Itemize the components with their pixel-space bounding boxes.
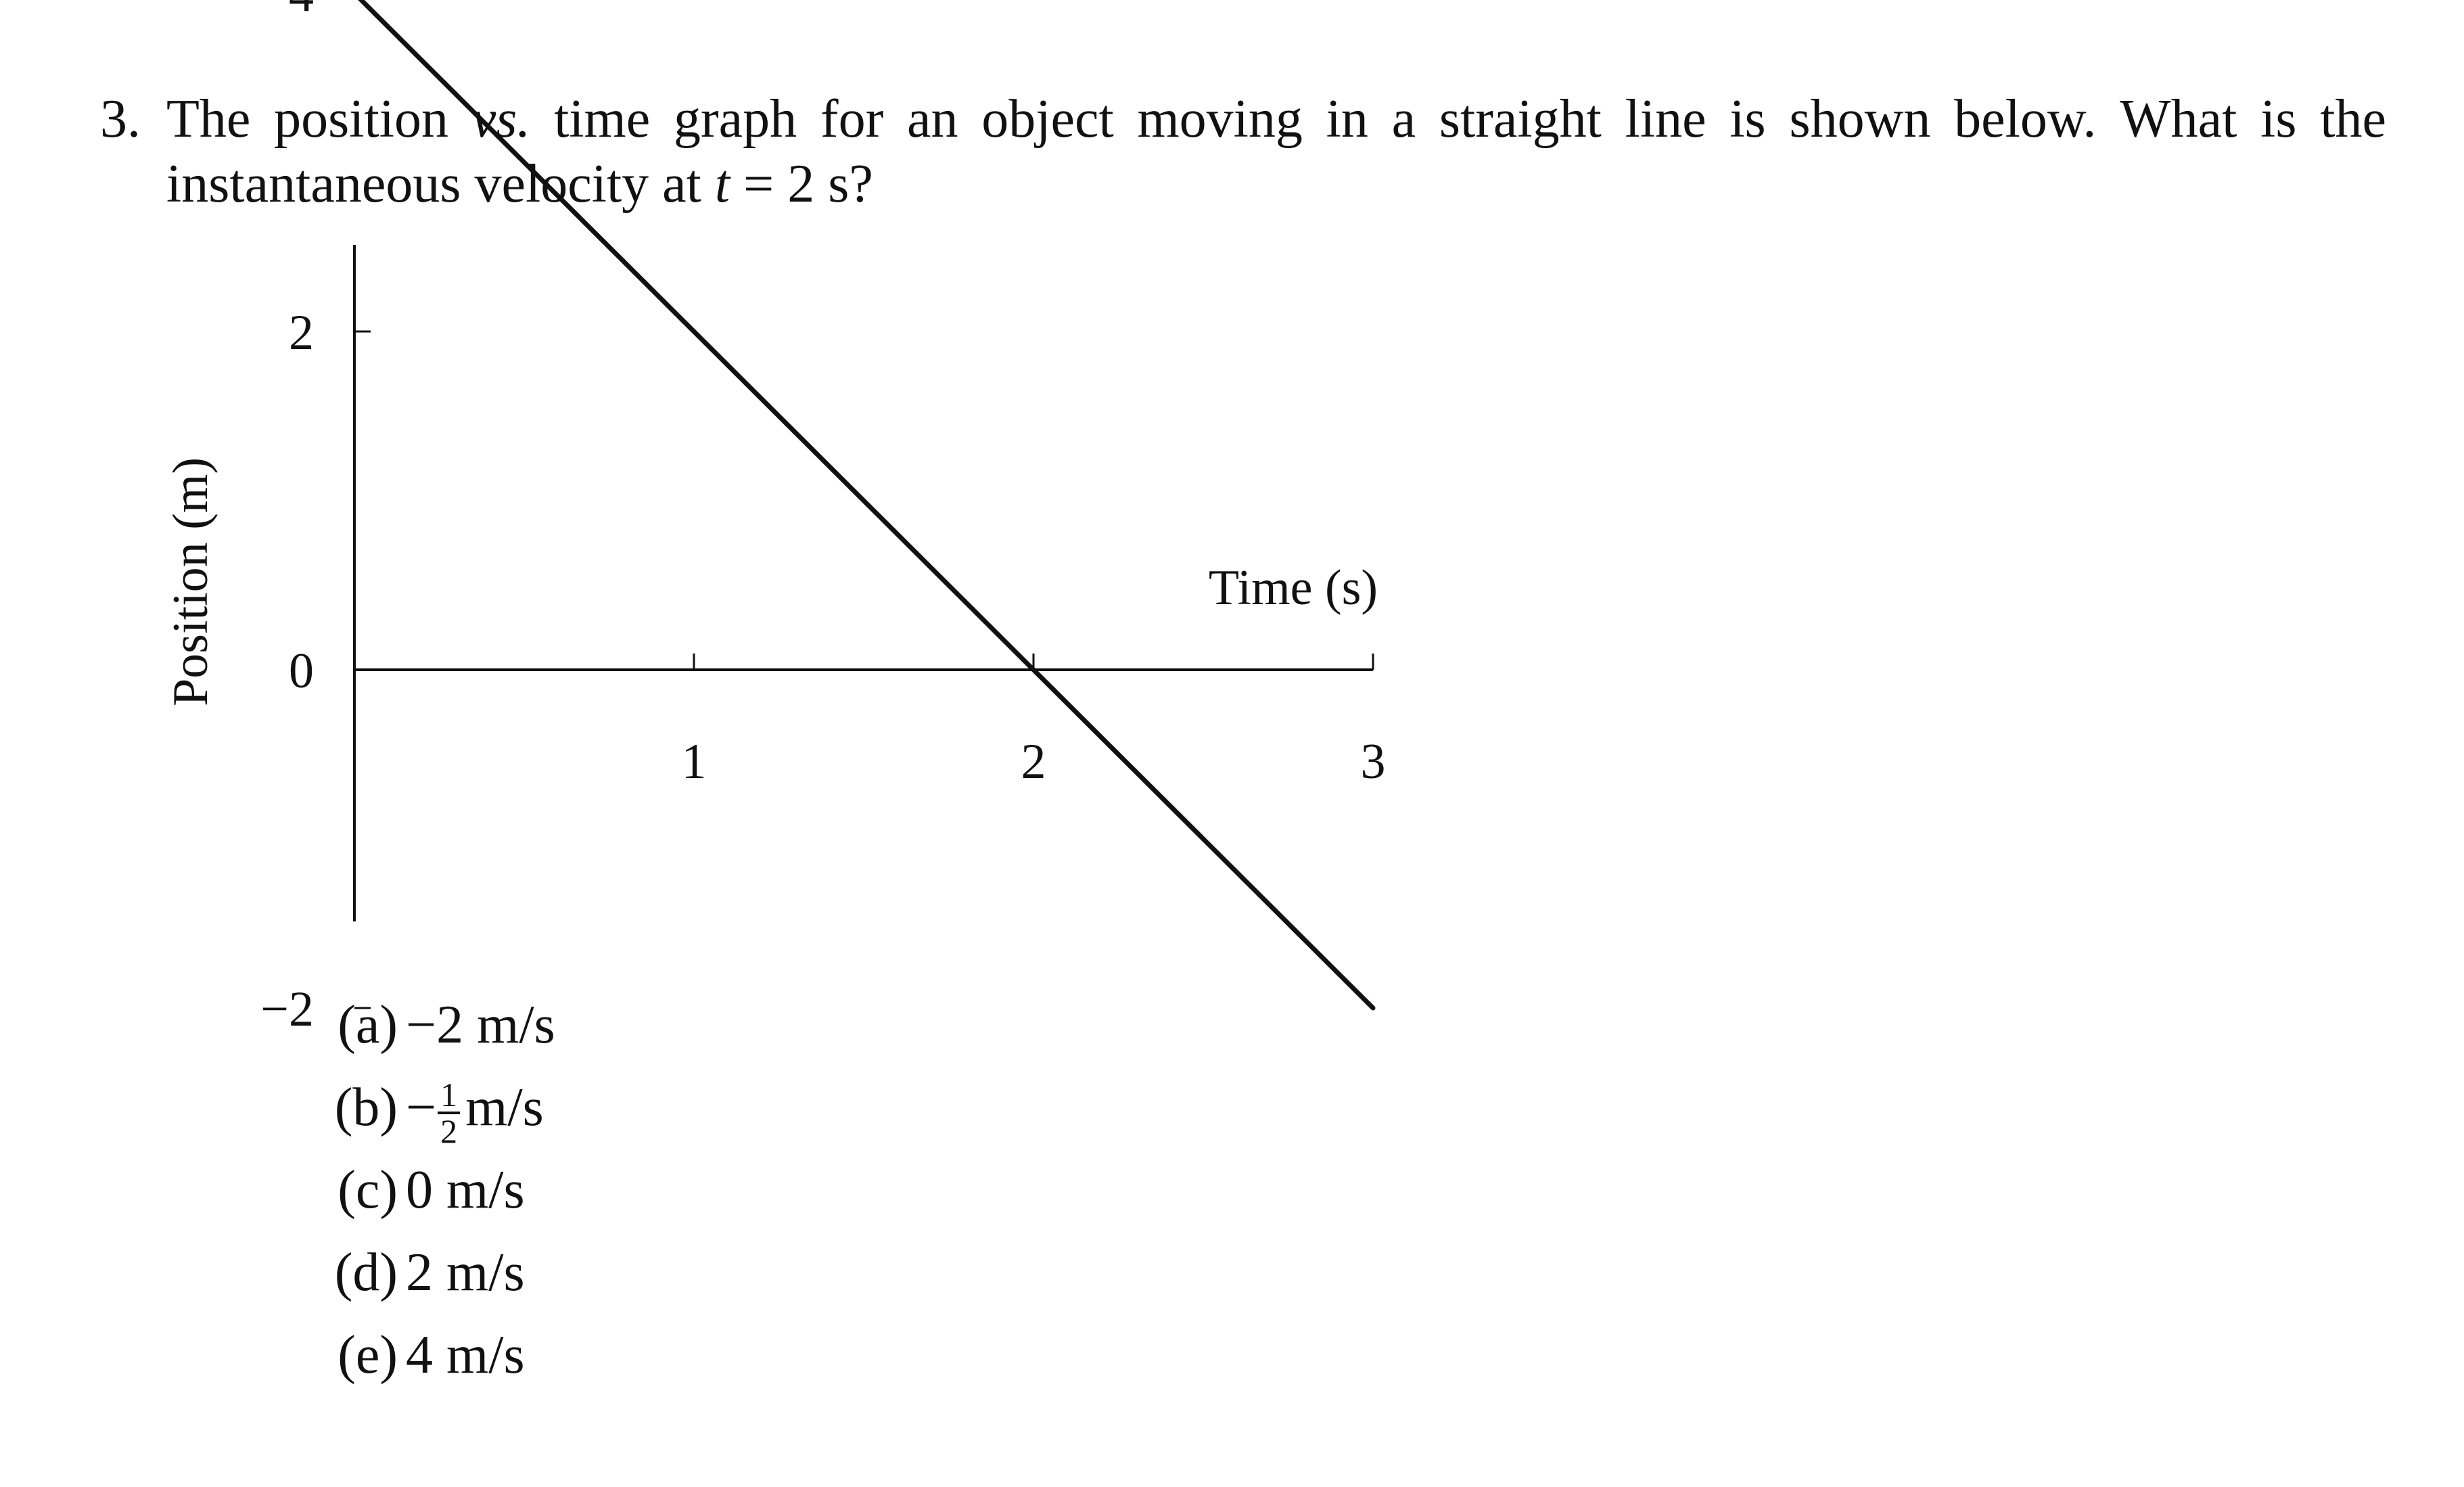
question-line-1: The position vs. time graph for an objec…	[166, 87, 2386, 152]
choice-label: (a)	[338, 995, 398, 1055]
x-axis-title: Time (s)	[1209, 560, 1378, 616]
question-text-end: = 2 s?	[730, 154, 873, 214]
series	[358, 0, 1376, 1011]
choice-value: 0 m/s	[406, 1160, 525, 1220]
x-tick-label: 1	[682, 734, 707, 790]
question-word: time	[554, 89, 651, 149]
choice-d[interactable]: (d) 2 m/s	[317, 1242, 525, 1310]
question-word: moving	[1137, 89, 1303, 149]
question-word: an	[906, 89, 958, 149]
question-word: line	[1625, 89, 1706, 149]
choice-e[interactable]: (e) 4 m/s	[317, 1325, 524, 1392]
x-tick-label: 3	[1361, 734, 1386, 790]
minus-sign: −	[406, 1078, 437, 1137]
question-number: 3.	[100, 89, 141, 149]
choice-label: (b)	[334, 1078, 398, 1137]
question-line-2: instantaneous velocity at t = 2 s?	[166, 152, 873, 216]
question-word: below.	[1954, 89, 2097, 149]
fraction-denominator: 2	[440, 1112, 458, 1150]
question-word: the	[2320, 89, 2386, 149]
choice-c[interactable]: (c) 0 m/s	[317, 1160, 524, 1227]
fraction-numerator: 1	[438, 1078, 461, 1114]
time-variable: t	[714, 154, 730, 214]
choice-label: (d)	[334, 1243, 398, 1302]
choice-label: (c)	[338, 1160, 398, 1220]
y-tick-label: 2	[289, 305, 314, 361]
question-word: position	[274, 89, 448, 149]
question-text: instantaneous velocity at	[166, 154, 715, 214]
axes	[353, 245, 1373, 921]
question-word: The	[166, 89, 251, 149]
choice-value: −2 m/s	[406, 995, 555, 1055]
ticks: 1 2 3 4 2 0 −2	[260, 0, 1385, 1037]
choice-value: 4 m/s	[406, 1325, 525, 1385]
choice-label: (e)	[338, 1325, 398, 1385]
question-word: is	[2260, 89, 2297, 149]
question-word: shown	[1789, 89, 1931, 149]
y-tick-label: −2	[260, 982, 314, 1037]
y-axis-title: Position (m)	[163, 457, 218, 706]
x-tick-label: 2	[1021, 734, 1046, 790]
question-word: for	[820, 89, 884, 149]
y-tick-label: 4	[289, 0, 314, 22]
question-word: a	[1391, 89, 1416, 149]
question-word: is	[1729, 89, 1766, 149]
choice-value: 2 m/s	[406, 1243, 525, 1302]
y-tick-label: 0	[289, 643, 314, 699]
question-word: in	[1326, 89, 1368, 149]
question-word: object	[981, 89, 1114, 149]
position-line	[358, 0, 1376, 1011]
question-word: graph	[674, 89, 797, 149]
question-word: What	[2120, 89, 2237, 149]
choice-a[interactable]: (a) −2 m/s	[317, 994, 555, 1062]
question-word: straight	[1439, 89, 1602, 149]
unit: m/s	[465, 1078, 544, 1137]
